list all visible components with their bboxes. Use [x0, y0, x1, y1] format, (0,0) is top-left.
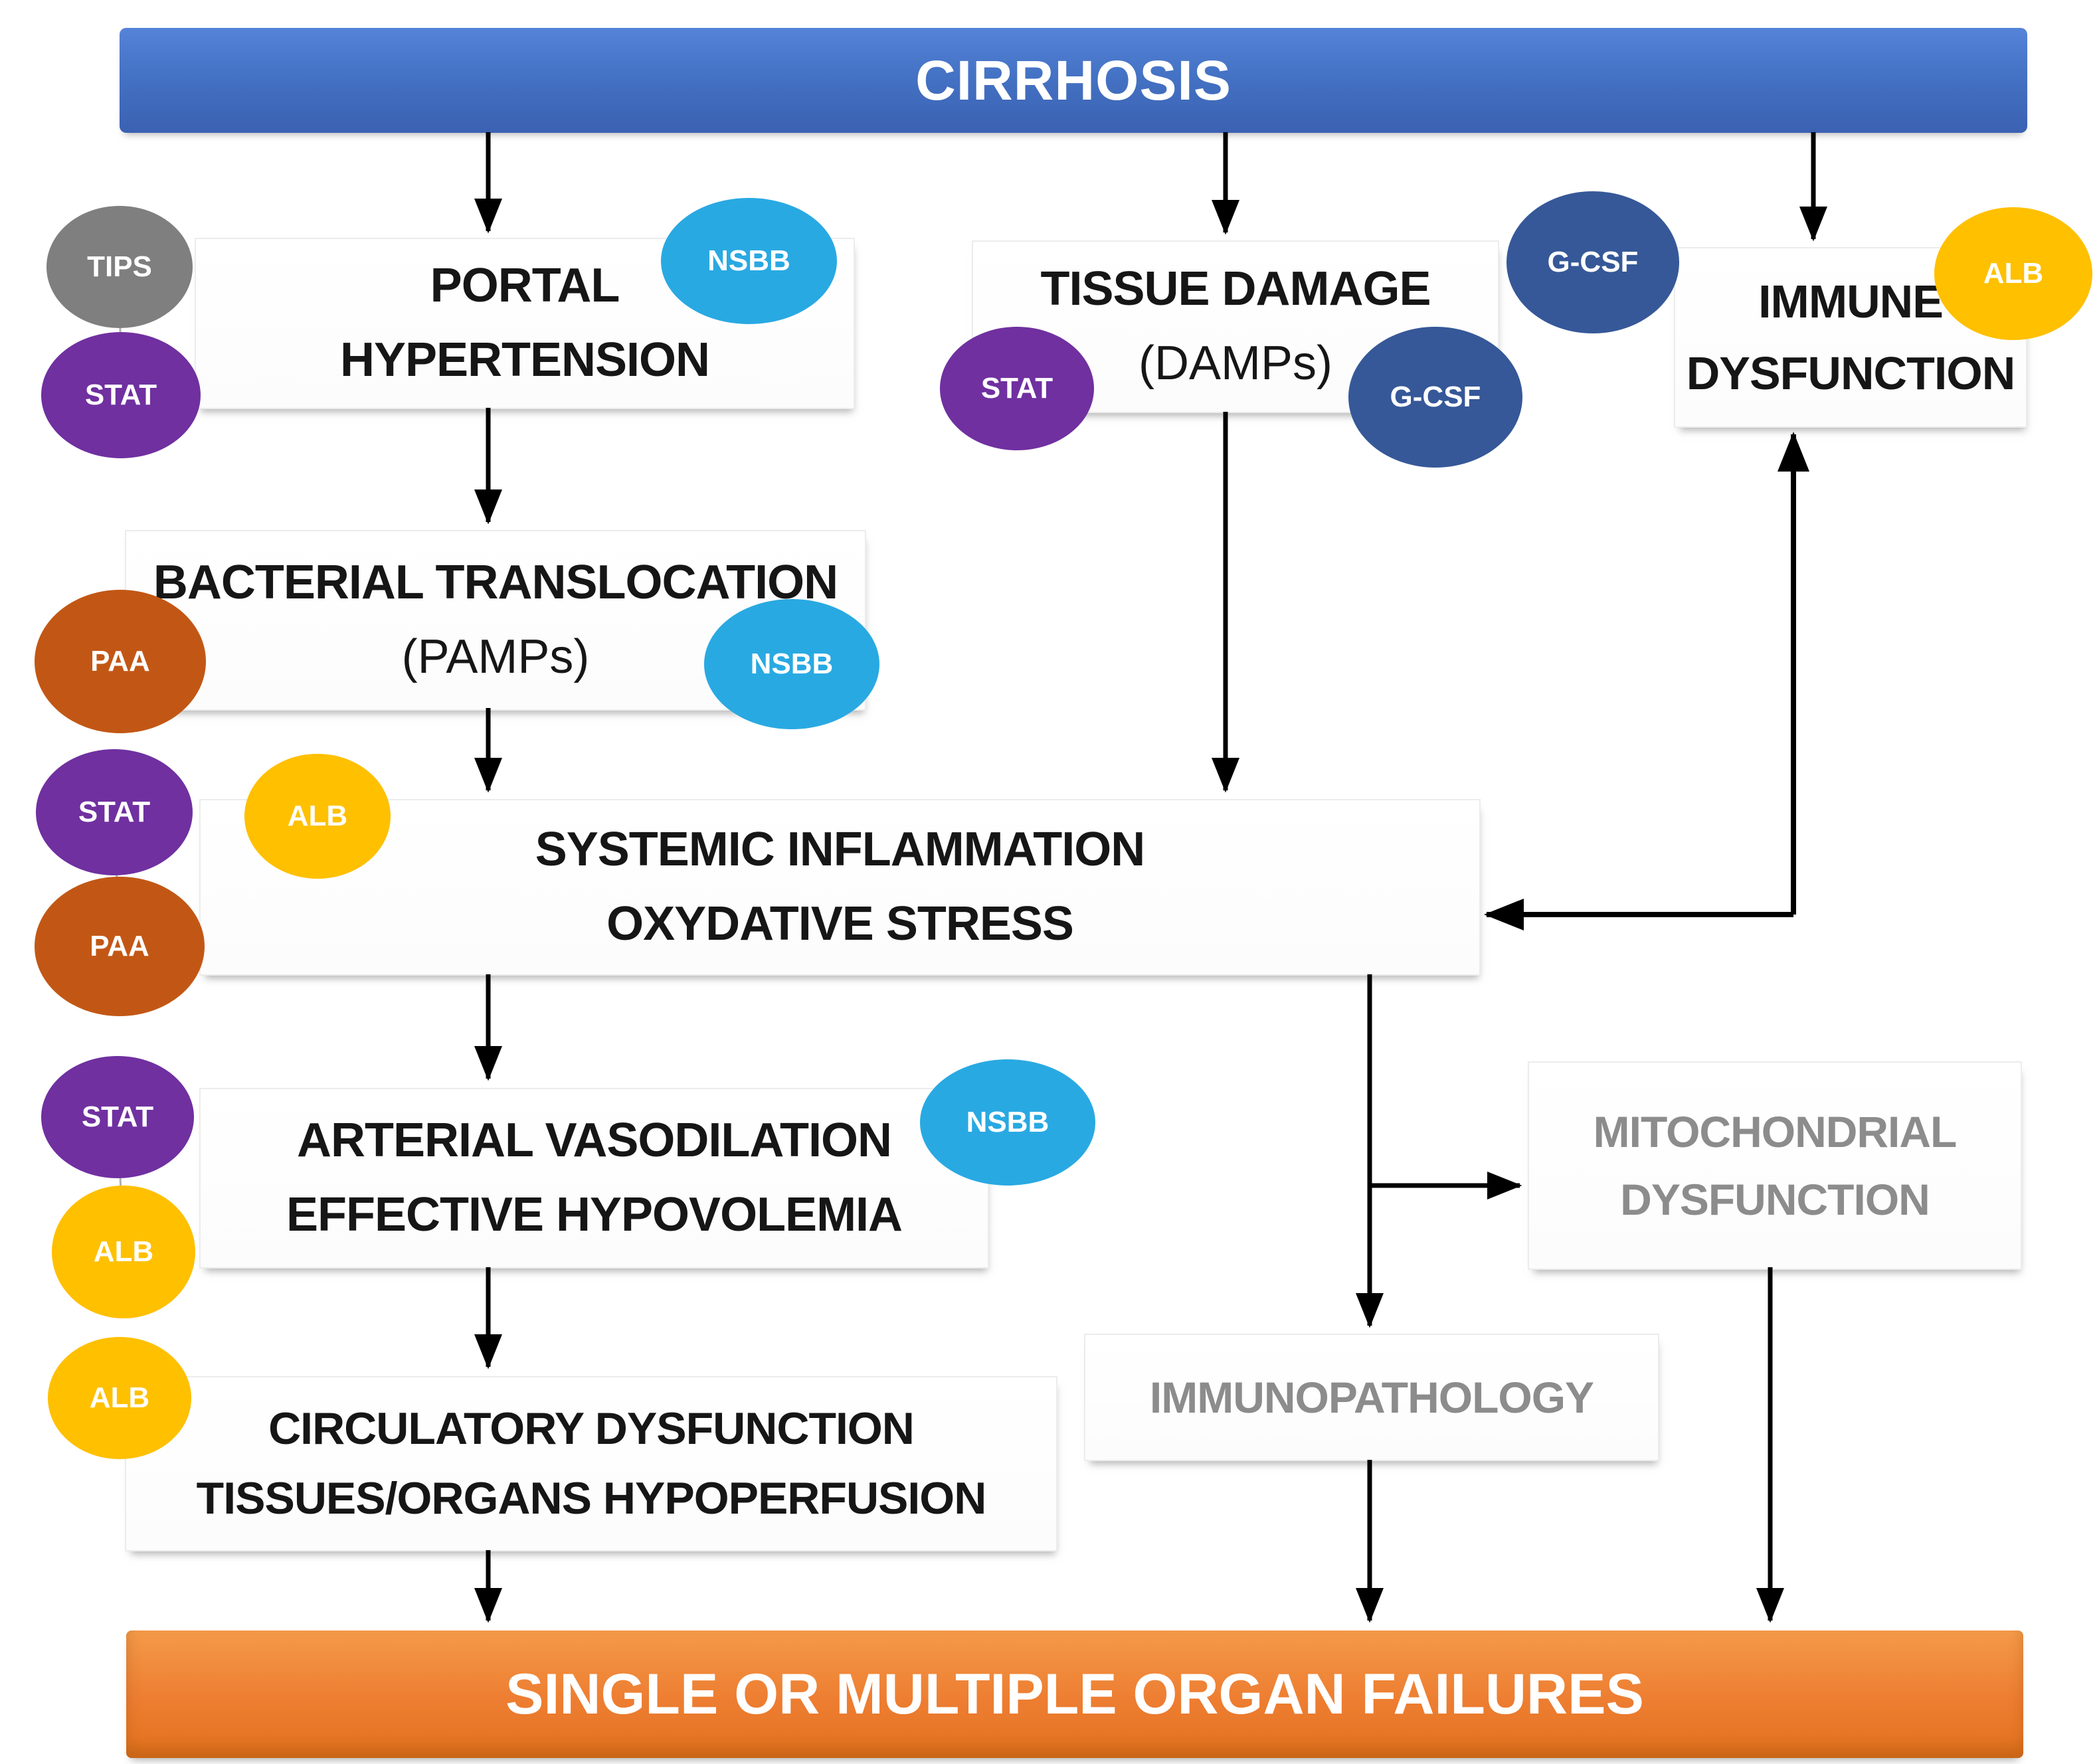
badge-gcsf: G-CSF — [1506, 191, 1679, 333]
badge-nsbb: NSBB — [661, 198, 837, 324]
badge-alb: ALB — [1934, 207, 2092, 340]
box-line: SYSTEMIC INFLAMMATION — [535, 823, 1146, 877]
organ-failures-banner: SINGLE OR MULTIPLE ORGAN FAILURES — [126, 1631, 2023, 1758]
badge-label: NSBB — [707, 244, 790, 277]
badge-stat: STAT — [41, 332, 201, 458]
badge-label: NSBB — [750, 648, 834, 680]
badge-label: ALB — [1983, 257, 2044, 290]
box-arterial-vasodilation: ARTERIAL VASODILATION EFFECTIVE HYPOVOLE… — [199, 1088, 989, 1269]
box-systemic-inflammation: SYSTEMIC INFLAMMATION OXYDATIVE STRESS — [199, 799, 1481, 976]
box-line: MITOCHONDRIAL — [1593, 1106, 1958, 1156]
organ-failures-banner-label: SINGLE OR MULTIPLE ORGAN FAILURES — [505, 1662, 1644, 1726]
badge-label: STAT — [980, 372, 1053, 404]
box-tissue-damage: TISSUE DAMAGE (DAMPs) — [972, 240, 1499, 413]
badge-alb: ALB — [244, 754, 391, 879]
badge-label: STAT — [78, 796, 151, 828]
badge-label: STAT — [81, 1101, 154, 1133]
badge-label: NSBB — [966, 1106, 1050, 1138]
badge-paa: PAA — [35, 590, 206, 733]
badge-label: TIPS — [87, 250, 152, 283]
badge-alb: ALB — [48, 1337, 191, 1459]
badge-label: PAA — [90, 645, 150, 677]
badge-gcsf: G-CSF — [1348, 327, 1522, 468]
cirrhosis-banner: CIRRHOSIS — [120, 28, 2027, 133]
box-line: (DAMPs) — [1139, 337, 1332, 390]
badge-label: G-CSF — [1390, 381, 1481, 413]
box-mitochondrial-dysfunction: MITOCHONDRIAL DYSFUNCTION — [1528, 1061, 2022, 1270]
badge-nsbb: NSBB — [704, 599, 879, 729]
box-line: TISSUE DAMAGE — [1040, 262, 1431, 316]
badge-label: ALB — [287, 800, 348, 832]
badge-label: ALB — [89, 1381, 150, 1414]
cirrhosis-banner-label: CIRRHOSIS — [915, 48, 1232, 112]
box-line: ARTERIAL VASODILATION — [297, 1114, 892, 1168]
badge-label: ALB — [93, 1235, 154, 1268]
badge-label: STAT — [84, 379, 157, 411]
box-line: HYPERTENSION — [339, 333, 710, 387]
box-line: BACTERIAL TRANSLOCATION — [153, 556, 838, 610]
box-line: CIRCULATORY DYSFUNCTION — [268, 1403, 915, 1454]
box-line: EFFECTIVE HYPOVOLEMIA — [286, 1188, 903, 1241]
badge-label: G-CSF — [1547, 246, 1639, 278]
badge-stat: STAT — [41, 1056, 194, 1178]
badge-stat: STAT — [36, 749, 193, 875]
box-line: (PAMPs) — [401, 630, 590, 683]
box-line: DYSFUNCTION — [1620, 1175, 1930, 1224]
box-line: IMMUNOPATHOLOGY — [1149, 1372, 1594, 1422]
badge-tips: TIPS — [46, 206, 193, 328]
box-line: PORTAL — [430, 259, 620, 313]
box-line: TISSUES/ORGANS HYPOPERFUSION — [196, 1473, 987, 1524]
box-immunopathology: IMMUNOPATHOLOGY — [1084, 1334, 1659, 1461]
box-line: OXYDATIVE STRESS — [606, 897, 1074, 950]
badge-alb: ALB — [52, 1186, 195, 1318]
badge-nsbb: NSBB — [920, 1059, 1095, 1186]
badge-label: PAA — [90, 930, 149, 962]
badge-paa: PAA — [35, 877, 205, 1016]
box-line: IMMUNE — [1758, 275, 1944, 327]
box-line: DYSFUNCTION — [1686, 347, 2016, 399]
box-circulatory-dysfunction: CIRCULATORY DYSFUNCTION TISSUES/ORGANS H… — [125, 1376, 1057, 1551]
badge-stat: STAT — [940, 327, 1094, 450]
